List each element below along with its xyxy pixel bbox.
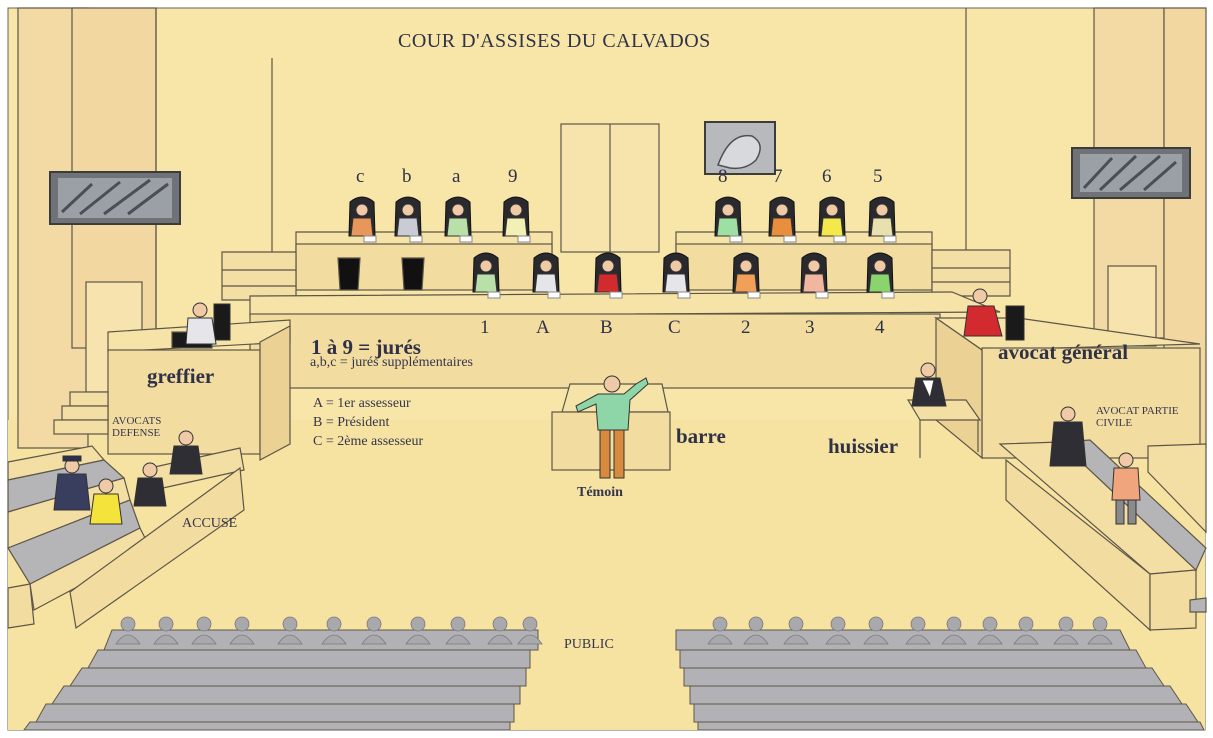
public-right-person-7	[982, 616, 998, 632]
juror-back-c	[348, 196, 377, 243]
bench-seat-2	[732, 252, 761, 299]
public-right-person-6	[946, 616, 962, 632]
label-greffier: greffier	[147, 364, 215, 388]
temoin-figure	[575, 375, 649, 479]
seat-label-b: b	[402, 166, 412, 187]
label-accuse: ACCUSE	[182, 516, 238, 531]
seat-label-9: 9	[508, 166, 518, 187]
juror-back-b	[394, 196, 423, 243]
public-left-person-5	[326, 616, 342, 632]
public-audience-right	[707, 616, 1113, 645]
huissier-figure	[911, 362, 947, 407]
label-avocat-partie-civile: AVOCAT PARTIE CIVILE	[1096, 405, 1179, 429]
seat-label-8: 8	[718, 166, 728, 187]
label-avocats-defense: AVOCATS DEFENSE	[112, 415, 162, 439]
legend-assesseur-1: A = 1er assesseur	[313, 396, 411, 411]
public-left-person-0	[120, 616, 136, 632]
public-right-person-4	[868, 616, 884, 632]
public-audience-left	[115, 616, 543, 645]
seat-label-A: A	[536, 317, 550, 338]
public-right-person-10	[1092, 616, 1108, 632]
court-figures	[348, 196, 897, 299]
public-left-person-3	[234, 616, 250, 632]
public-left-person-1	[158, 616, 174, 632]
public-left-person-2	[196, 616, 212, 632]
public-left-person-10	[522, 616, 538, 632]
juror-back-a	[444, 196, 473, 243]
marianne-portrait	[704, 121, 776, 175]
bench-seat-3	[800, 252, 829, 299]
defense-figures	[53, 430, 203, 525]
juror-back-5	[868, 196, 897, 243]
seat-label-3: 3	[805, 317, 815, 338]
juror-back-9	[502, 196, 531, 243]
seat-label-a: a	[452, 166, 461, 187]
seat-label-5: 5	[873, 166, 883, 187]
seat-label-7: 7	[773, 166, 783, 187]
juror-back-7	[768, 196, 797, 243]
jury-bench-left	[295, 231, 553, 291]
bench-seat-4	[866, 252, 895, 299]
public-right-person-2	[788, 616, 804, 632]
seat-label-c: c	[356, 166, 365, 187]
bench-seat-A	[532, 252, 561, 299]
central-doors	[560, 123, 660, 253]
public-benches-left	[23, 629, 539, 731]
legend-jures: 1 à 9 = jurés	[311, 335, 421, 359]
avocat-general-desk	[934, 316, 1201, 460]
greffier-figure	[185, 302, 231, 345]
label-public: PUBLIC	[564, 637, 614, 652]
public-left-person-9	[492, 616, 508, 632]
label-barre: barre	[676, 424, 726, 448]
public-right-person-3	[830, 616, 846, 632]
painting-left	[49, 171, 181, 225]
bench-seat-B	[594, 252, 623, 299]
public-left-person-4	[282, 616, 298, 632]
page-title: COUR D'ASSISES DU CALVADOS	[398, 30, 711, 52]
legend-assesseur-2: C = 2ème assesseur	[313, 434, 424, 449]
public-right-person-1	[748, 616, 764, 632]
legend-president: B = Président	[313, 415, 390, 430]
painting-right	[1071, 147, 1191, 199]
legend-jures-supplementaires: a,b,c = jurés supplémentaires	[310, 355, 474, 370]
public-benches-right	[675, 629, 1205, 731]
avocat-partie-civile-figure	[1049, 406, 1141, 525]
juror-back-6	[818, 196, 847, 243]
seat-label-4: 4	[875, 317, 885, 338]
seat-label-B: B	[600, 317, 613, 338]
public-right-person-9	[1058, 616, 1074, 632]
seat-label-1: 1	[480, 317, 490, 338]
avocat-general-figure	[963, 288, 1025, 341]
label-temoin: Témoin	[577, 485, 623, 500]
public-right-person-0	[712, 616, 728, 632]
bench-seat-C	[662, 252, 691, 299]
seat-label-2: 2	[741, 317, 751, 338]
greffier-desk	[107, 319, 291, 461]
label-avocat-general: avocat général	[998, 340, 1129, 364]
public-right-person-5	[910, 616, 926, 632]
defense-benches	[7, 445, 245, 630]
public-left-person-8	[450, 616, 466, 632]
seat-label-6: 6	[822, 166, 832, 187]
label-huissier: huissier	[828, 434, 899, 458]
seat-label-C: C	[668, 317, 681, 338]
public-left-person-6	[366, 616, 382, 632]
court-bench	[249, 291, 1001, 389]
bench-seat-1	[472, 252, 501, 299]
juror-back-8	[714, 196, 743, 243]
public-right-person-8	[1018, 616, 1034, 632]
public-left-person-7	[410, 616, 426, 632]
